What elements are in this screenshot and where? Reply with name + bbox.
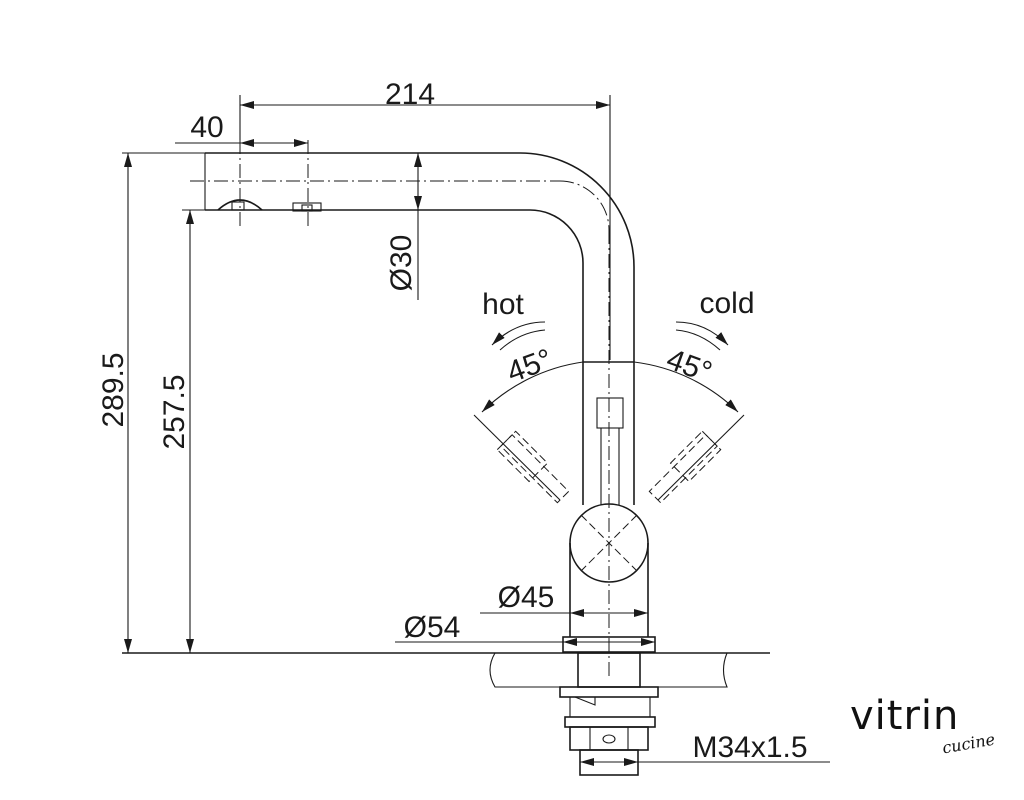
countertop-and-mounting (122, 636, 770, 776)
dimension-lines (122, 95, 830, 766)
dim-outlet-height: 257.5 (158, 374, 191, 449)
dim-body-diameter: Ø45 (498, 581, 555, 614)
dim-aerator-offset: 40 (190, 111, 223, 144)
cold-angle: 45° (662, 343, 716, 390)
dim-spout-reach: 214 (385, 78, 435, 111)
brand-logo: vitrin cucine (850, 694, 1000, 764)
dim-base-diameter: Ø54 (404, 611, 461, 644)
cold-label: cold (699, 287, 754, 320)
hot-label: hot (482, 288, 524, 321)
logo-brand: vitrin (850, 693, 960, 739)
faucet-outline (204, 152, 649, 637)
hot-angle: 45° (503, 343, 557, 390)
center-lines (190, 140, 610, 680)
dim-spout-diameter: Ø30 (385, 235, 418, 292)
dim-total-height: 289.5 (97, 352, 130, 427)
dim-thread: M34x1.5 (692, 731, 807, 764)
